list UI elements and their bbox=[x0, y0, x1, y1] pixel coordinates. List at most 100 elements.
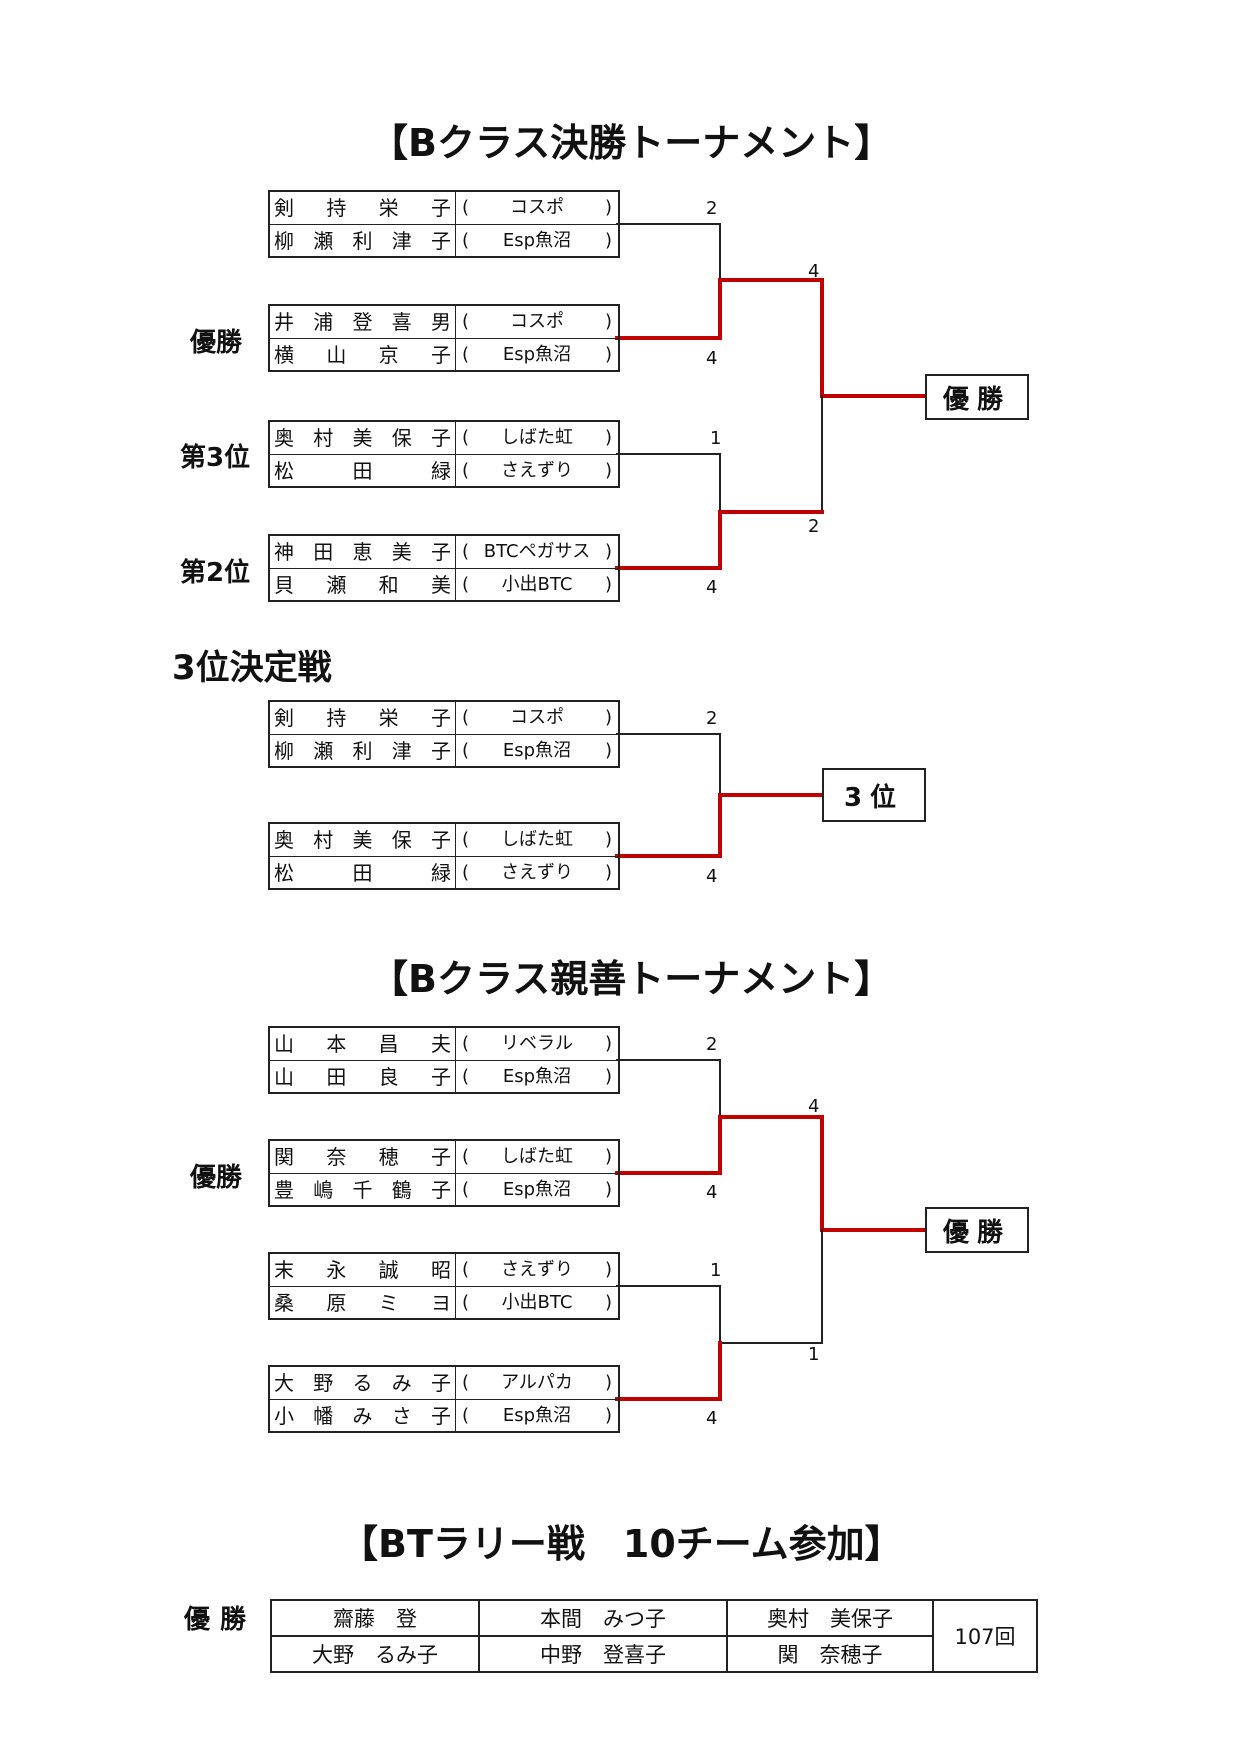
player-name: 山本昌夫 bbox=[270, 1028, 456, 1060]
player-name: 奥村美保子 bbox=[270, 422, 456, 454]
final-tournament-title: 【Bクラス決勝トーナメント】 bbox=[370, 121, 893, 165]
club-name: (Esp魚沼) bbox=[462, 740, 612, 761]
table-row: 齋藤 登 本間 みつ子 奥村 美保子 107回 bbox=[270, 1599, 1038, 1673]
rally-cell: 大野 るみ子 bbox=[270, 1635, 480, 1673]
club-name: (コスポ) bbox=[462, 311, 612, 332]
final-result-box: 優勝 bbox=[925, 374, 1029, 420]
player-row: 桑原ミヨ (小出BTC) bbox=[270, 1287, 618, 1319]
player-row: 松田緑(さえずり) bbox=[270, 857, 618, 889]
score-final-m2-top: 1 bbox=[710, 428, 721, 449]
club-name: (さえずり) bbox=[462, 1259, 612, 1280]
score-friendly-m2-top: 1 bbox=[710, 1260, 721, 1281]
third-pair-box: 剣持栄子 (コスポ) 柳瀬利津子 (Esp魚沼) bbox=[268, 700, 620, 768]
friendly-pair-box: 大野るみ子 (アルパカ) 小幡みさ子 (Esp魚沼) bbox=[268, 1365, 620, 1433]
player-name: 小幡みさ子 bbox=[270, 1400, 456, 1432]
player-name: 剣持栄子 bbox=[270, 192, 456, 224]
club-name: (さえずり) bbox=[462, 460, 612, 481]
club-name: (Esp魚沼) bbox=[462, 344, 612, 365]
score-friendly-m1-bot: 4 bbox=[706, 1182, 717, 1203]
rally-cell: 奥村 美保子 bbox=[726, 1599, 934, 1637]
friendly-pair-box: 末永誠昭 (さえずり) 桑原ミヨ (小出BTC) bbox=[268, 1252, 620, 1320]
player-row: 松田緑 (さえずり) bbox=[270, 455, 618, 487]
score-friendly-f-bot: 1 bbox=[808, 1344, 819, 1365]
friendly-result-box: 優勝 bbox=[925, 1207, 1029, 1253]
player-name: 井浦登喜男 bbox=[270, 306, 456, 338]
club-name: (Esp魚沼) bbox=[462, 1405, 612, 1426]
player-row: 貝瀬和美(小出BTC) bbox=[270, 569, 618, 601]
score-friendly-m1-top: 2 bbox=[706, 1034, 717, 1055]
player-name: 関奈穂子 bbox=[270, 1141, 456, 1173]
club-name: (アルパカ) bbox=[462, 1372, 612, 1393]
rally-cell: 中野 登喜子 bbox=[478, 1635, 728, 1673]
club-name: (コスポ) bbox=[462, 197, 612, 218]
player-name: 大野るみ子 bbox=[270, 1367, 456, 1399]
player-name: 松田緑 bbox=[270, 455, 456, 487]
player-row: 関奈穂子 (しばた虹) bbox=[270, 1141, 618, 1174]
player-row: 山田良子 (Esp魚沼) bbox=[270, 1061, 618, 1093]
player-row: 剣持栄子 (コスポ) bbox=[270, 702, 618, 735]
club-name: (Esp魚沼) bbox=[462, 230, 612, 251]
club-name: (小出BTC) bbox=[462, 1292, 612, 1313]
player-name: 柳瀬利津子 bbox=[270, 735, 456, 767]
player-name: 横山京子 bbox=[270, 339, 456, 371]
final-pair-box: 奥村美保子 (しばた虹) 松田緑 (さえずり) bbox=[268, 420, 620, 488]
player-row: 柳瀬利津子 (Esp魚沼) bbox=[270, 735, 618, 767]
player-row: 豊嶋千鶴子 (Esp魚沼) bbox=[270, 1174, 618, 1206]
player-row: 小幡みさ子 (Esp魚沼) bbox=[270, 1400, 618, 1432]
club-name: (Esp魚沼) bbox=[462, 1066, 612, 1087]
club-name: (しばた虹) bbox=[462, 1146, 612, 1167]
club-name: (コスポ) bbox=[462, 707, 612, 728]
friendly-champion-label: 優勝 bbox=[190, 1163, 243, 1193]
third-pair-box: 奥村美保子(しばた虹)松田緑(さえずり) bbox=[268, 822, 620, 890]
player-row: 神田恵美子 (BTCペガサス) bbox=[270, 536, 618, 569]
player-name: 豊嶋千鶴子 bbox=[270, 1174, 456, 1206]
friendly-pair-box: 山本昌夫 (リベラル) 山田良子 (Esp魚沼) bbox=[268, 1026, 620, 1094]
final-pair-box: 井浦登喜男 (コスポ) 横山京子 (Esp魚沼) bbox=[268, 304, 620, 372]
player-row: 山本昌夫 (リベラル) bbox=[270, 1028, 618, 1061]
club-name: (リベラル) bbox=[462, 1033, 612, 1054]
player-name: 神田恵美子 bbox=[270, 536, 456, 568]
player-name: 貝瀬和美 bbox=[270, 569, 456, 601]
final-third-label: 第3位 bbox=[180, 443, 251, 473]
club-name: (しばた虹) bbox=[462, 427, 612, 448]
third-result-box: 3位 bbox=[822, 768, 926, 822]
club-name: (BTCペガサス) bbox=[462, 541, 612, 562]
player-row: 柳瀬利津子 (Esp魚沼) bbox=[270, 225, 618, 257]
final-pair-box: 剣持栄子 (コスポ) 柳瀬利津子 (Esp魚沼) bbox=[268, 190, 620, 258]
score-final-m2-bot: 4 bbox=[706, 577, 717, 598]
score-friendly-f-top: 4 bbox=[808, 1096, 819, 1117]
player-row: 大野るみ子 (アルパカ) bbox=[270, 1367, 618, 1400]
score-final-f-top: 4 bbox=[808, 261, 819, 282]
friendly-tournament-title: 【Bクラス親善トーナメント】 bbox=[370, 957, 893, 1001]
player-name: 末永誠昭 bbox=[270, 1254, 456, 1286]
rally-cell: 関 奈穂子 bbox=[726, 1635, 934, 1673]
score-final-f-bot: 2 bbox=[808, 516, 819, 537]
player-row: 奥村美保子(しばた虹) bbox=[270, 824, 618, 857]
score-third-top: 2 bbox=[706, 708, 717, 729]
player-name: 山田良子 bbox=[270, 1061, 456, 1093]
club-name: (Esp魚沼) bbox=[462, 1179, 612, 1200]
player-name: 松田緑 bbox=[270, 857, 456, 889]
player-row: 井浦登喜男 (コスポ) bbox=[270, 306, 618, 339]
final-pair-box: 神田恵美子 (BTCペガサス) 貝瀬和美(小出BTC) bbox=[268, 534, 620, 602]
player-name: 奥村美保子 bbox=[270, 824, 456, 856]
rally-table: 齋藤 登 本間 みつ子 奥村 美保子 107回 大野 るみ子 中野 登喜子 関 … bbox=[270, 1599, 1038, 1673]
score-final-m1-top: 2 bbox=[706, 198, 717, 219]
table-row: 大野 るみ子 中野 登喜子 関 奈穂子 bbox=[270, 1635, 1037, 1673]
friendly-pair-box: 関奈穂子 (しばた虹) 豊嶋千鶴子 (Esp魚沼) bbox=[268, 1139, 620, 1207]
player-name: 柳瀬利津子 bbox=[270, 225, 456, 257]
player-name: 剣持栄子 bbox=[270, 702, 456, 734]
rally-cell: 本間 みつ子 bbox=[478, 1599, 728, 1637]
score-third-bot: 4 bbox=[706, 866, 717, 887]
score-final-m1-bot: 4 bbox=[706, 348, 717, 369]
rally-champion-label: 優勝 bbox=[184, 1605, 257, 1635]
third-place-title: 3位決定戦 bbox=[172, 648, 332, 688]
final-second-label: 第2位 bbox=[180, 558, 251, 588]
player-name: 桑原ミヨ bbox=[270, 1287, 456, 1319]
player-row: 剣持栄子 (コスポ) bbox=[270, 192, 618, 225]
player-row: 横山京子 (Esp魚沼) bbox=[270, 339, 618, 371]
score-friendly-m2-bot: 4 bbox=[706, 1408, 717, 1429]
rally-title: 【BTラリー戦 10チーム参加】 bbox=[340, 1522, 903, 1566]
final-champion-label: 優勝 bbox=[190, 328, 243, 358]
